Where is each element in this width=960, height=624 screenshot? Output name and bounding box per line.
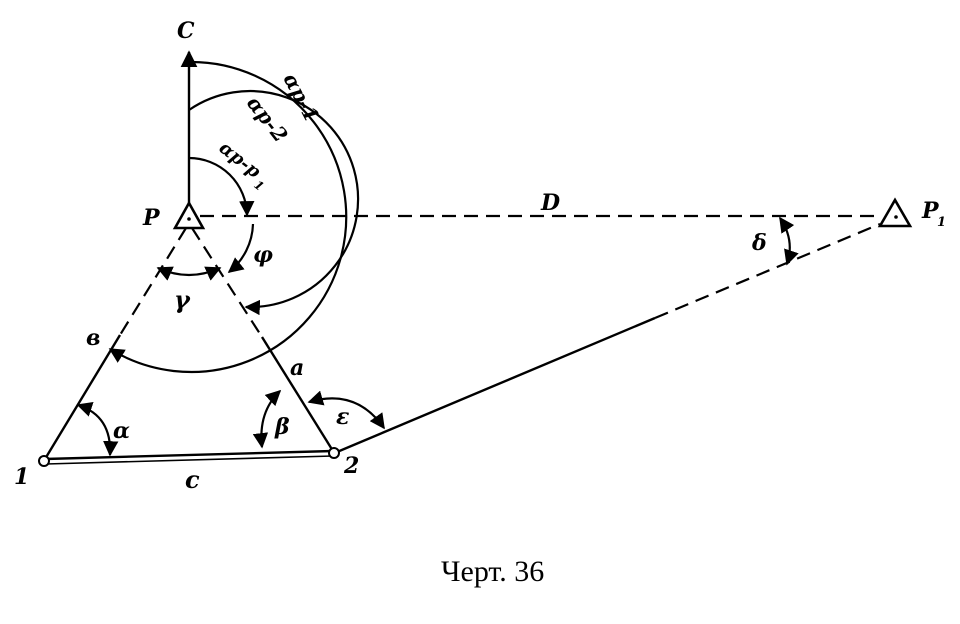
side-c-inner — [45, 455, 334, 465]
label-p1-sub: 1 — [937, 215, 946, 230]
label-dir-p2: αp-2 — [242, 91, 293, 146]
label-side-b: в — [86, 325, 100, 351]
side-c — [44, 449, 334, 461]
side-b-dashed — [119, 227, 187, 336]
label-side-a: a — [290, 355, 304, 381]
arc-phi — [227, 223, 255, 273]
label-point-2: 2 — [343, 453, 359, 479]
label-gamma: γ — [174, 285, 191, 314]
label-phi: φ — [253, 242, 273, 268]
station-p1-triangle — [877, 197, 913, 228]
label-side-c: c — [185, 465, 200, 494]
arc-dir-p2 — [188, 90, 360, 316]
point-2 — [328, 447, 340, 459]
station-p-triangle — [172, 200, 206, 230]
label-delta: δ — [751, 230, 767, 256]
arc-beta — [252, 389, 282, 449]
side-a-dashed — [191, 227, 263, 338]
line-2-p1-solid — [336, 316, 656, 454]
label-point-1: 1 — [14, 464, 29, 490]
label-d: D — [540, 190, 560, 216]
label-dir-pp1: αp-p — [215, 137, 265, 182]
station-p1-dot — [894, 215, 898, 219]
arc-dir-pp1 — [188, 156, 255, 217]
label-beta: β — [274, 414, 290, 440]
label-c-north: C — [177, 18, 195, 44]
station-p-dot — [187, 217, 191, 221]
arc-delta — [779, 216, 799, 266]
arc-alpha — [76, 401, 119, 457]
side-b-solid — [43, 334, 122, 460]
label-p: P — [142, 205, 161, 231]
label-epsilon: ε — [336, 404, 349, 430]
label-alpha: α — [113, 418, 130, 444]
label-p1: P — [921, 198, 940, 224]
arc-epsilon — [307, 390, 385, 430]
point-1 — [38, 455, 50, 467]
line-2-p1-dashed — [654, 222, 881, 320]
figure-caption: Черт. 36 — [441, 555, 544, 588]
arc-gamma — [156, 266, 222, 281]
side-a-solid — [260, 336, 335, 452]
